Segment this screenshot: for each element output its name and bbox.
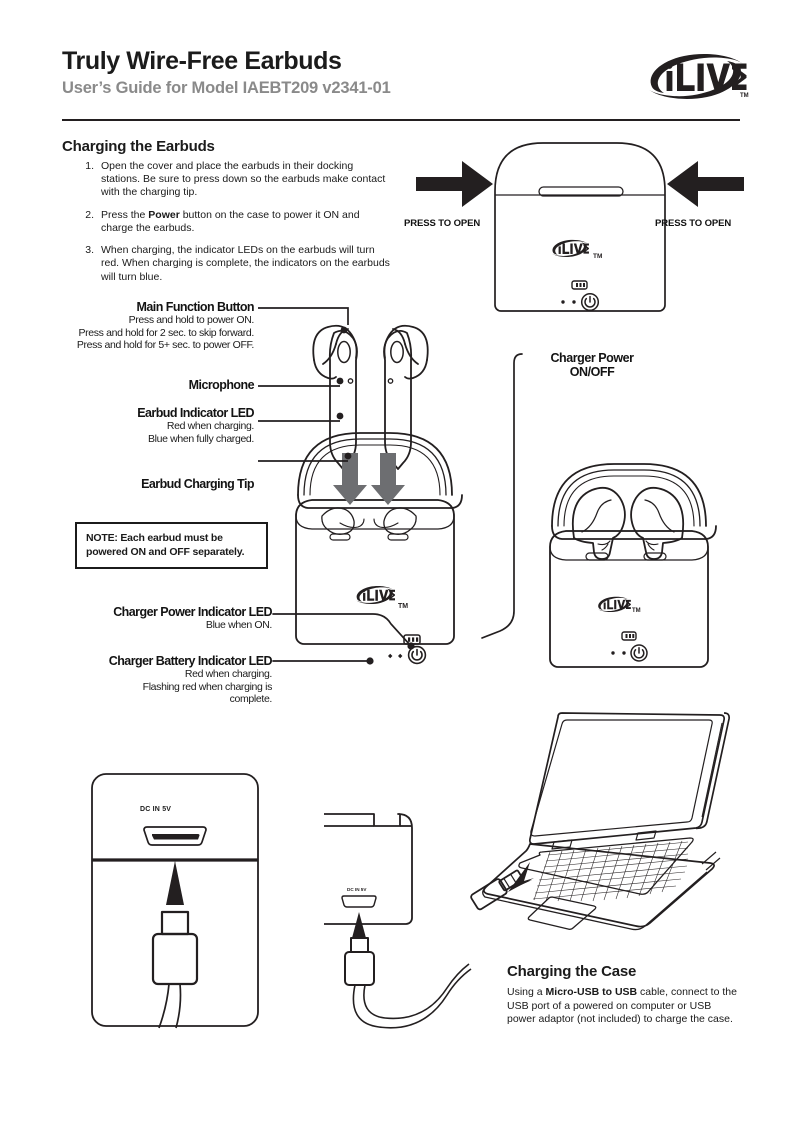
case-text-plain: Using a: [507, 986, 546, 998]
page-title: Truly Wire-Free Earbuds: [62, 47, 342, 75]
laptop-illustration: [470, 705, 750, 955]
callout-title: ON/OFF: [569, 365, 615, 379]
callout-sub: Blue when fully charged.: [147, 432, 254, 445]
micro-usb-connector-diagram: [90, 772, 260, 1029]
document-header: Truly Wire-Free Earbuds User’s Guide for…: [62, 47, 740, 98]
note-line-2: powered ON and OFF separately.: [86, 545, 245, 558]
callout-microphone: Microphone: [0, 378, 255, 392]
callout-sub: Press and hold for 2 sec. to skip forwar…: [78, 326, 254, 339]
step-text: Press the Power button on the case to po…: [101, 209, 391, 235]
heading-charging-the-case: Charging the Case: [507, 963, 637, 980]
earbuds-docking-diagram: [270, 320, 530, 680]
case-text-tail: cable, connect to the USB port of a powe…: [507, 986, 737, 1026]
closed-case-diagram: TM: [400, 135, 760, 325]
note-box: NOTE: Each earbud must be powered ON and…: [75, 522, 268, 570]
step-text: Open the cover and place the earbuds in …: [101, 160, 391, 200]
svg-text:DC IN 5V: DC IN 5V: [347, 887, 367, 892]
callout-title: Charger Power: [550, 351, 634, 365]
step-text-plain: Open the cover and place the earbuds in …: [101, 160, 386, 199]
page-subtitle: User’s Guide for Model IAEBT209 v2341-01: [62, 79, 391, 98]
charger-indicator-leader-lines: [265, 600, 465, 690]
charger-power-onoff-leader-line: [480, 350, 560, 660]
callout-earbud-charging-tip: Earbud Charging Tip: [0, 477, 254, 491]
callout-charger-power-indicator-led: Charger Power Indicator LED Blue when ON…: [0, 605, 272, 632]
svg-text:TM: TM: [593, 253, 602, 260]
callout-title: Charger Battery Indicator LED: [108, 654, 273, 668]
callout-sub: Press and hold for 5+ sec. to power OFF.: [76, 339, 254, 352]
callout-title: Microphone: [188, 378, 255, 392]
callout-sub: Press and hold to power ON.: [128, 314, 255, 326]
callout-main-function-button: Main Function Button Press and hold to p…: [0, 300, 255, 352]
callout-sub: Red when charging.: [184, 668, 272, 680]
step-text-bold: Power: [148, 208, 180, 221]
callout-title: Earbud Indicator LED: [137, 406, 254, 420]
callout-charger-battery-indicator-led: Charger Battery Indicator LED Red when c…: [0, 654, 273, 706]
callout-title: Earbud Charging Tip: [141, 477, 254, 491]
note-line-1: NOTE: Each earbud must be: [86, 532, 223, 544]
list-item: 3. When charging, the indicator LEDs on …: [73, 244, 391, 284]
step-text-tail: button on the case to power it ON and ch…: [101, 208, 360, 234]
step-number: 2.: [85, 208, 94, 221]
charging-case-body-text: Using a Micro-USB to USB cable, connect …: [507, 986, 740, 1027]
press-to-open-label-left: PRESS TO OPEN: [404, 218, 481, 229]
list-item: 2. Press the Power button on the case to…: [73, 209, 391, 235]
dc-in-5v-label: DC IN 5V: [140, 806, 172, 813]
step-number: 3.: [85, 244, 94, 257]
step-text-plain: Press the: [101, 208, 149, 221]
svg-text:TM: TM: [398, 603, 408, 610]
callout-title: Main Function Button: [136, 300, 255, 314]
callout-sub: Blue when ON.: [205, 619, 272, 631]
list-item: 1. Open the cover and place the earbuds …: [73, 160, 391, 200]
open-case-with-earbuds-diagram: TM: [530, 420, 730, 680]
step-text-plain: When charging, the indicator LEDs on the…: [101, 244, 390, 283]
callout-sub: Red when charging.: [166, 420, 254, 432]
svg-text:TM: TM: [632, 608, 641, 614]
heading-charging-the-earbuds: Charging the Earbuds: [62, 138, 215, 155]
callout-title: Charger Power Indicator LED: [113, 605, 272, 619]
charging-earbuds-steps: 1. Open the cover and place the earbuds …: [73, 160, 391, 293]
header-divider: [62, 119, 740, 121]
svg-text:TM: TM: [740, 93, 749, 99]
step-text: When charging, the indicator LEDs on the…: [101, 244, 391, 284]
callout-earbud-indicator-led: Earbud Indicator LED Red when charging. …: [0, 406, 254, 445]
callout-sub: complete.: [229, 693, 273, 706]
earbud-callout-leader-lines: [160, 295, 540, 695]
callout-charger-power-onoff: Charger Power ON/OFF: [522, 351, 662, 379]
case-front-controls: TM: [340, 580, 500, 690]
callout-sub: Flashing red when charging is: [142, 680, 273, 693]
case-text-bold: Micro-USB to USB: [545, 986, 638, 998]
press-to-open-label-right: PRESS TO OPEN: [655, 218, 732, 229]
step-number: 1.: [85, 160, 94, 172]
